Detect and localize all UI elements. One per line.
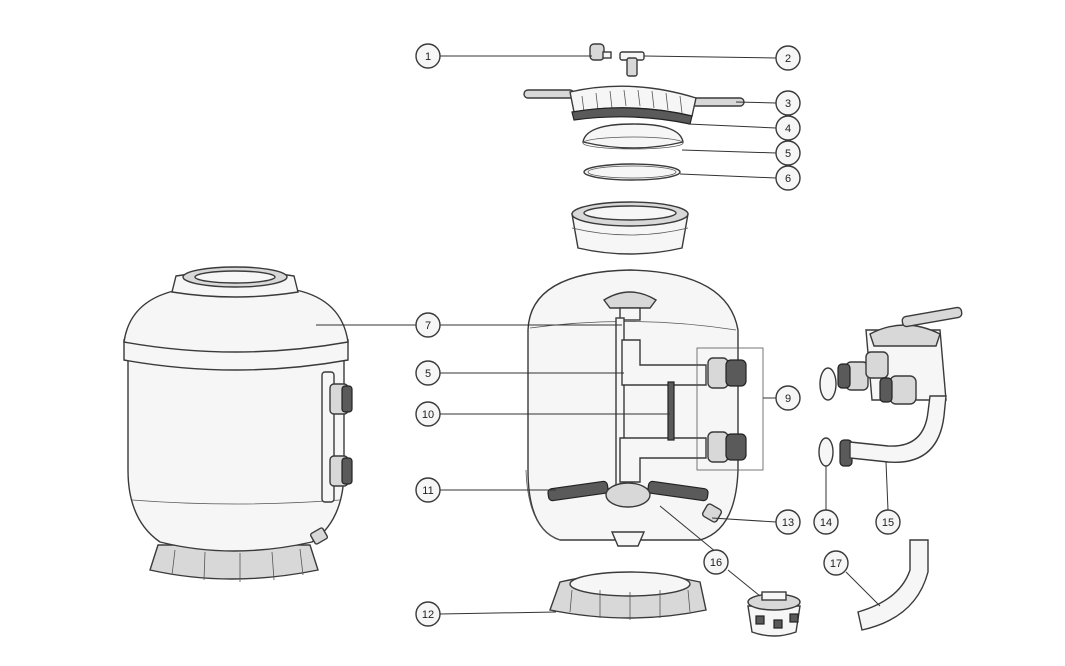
callout-8-label: 5 (425, 368, 431, 380)
part-16-lateral-hub (747, 591, 801, 637)
callout-13-label: 13 (782, 517, 794, 529)
callout-14-label: 14 (820, 517, 832, 529)
callout-4-label: 4 (785, 123, 791, 135)
callout-15: 15 (875, 509, 901, 535)
callout-4: 4 (775, 115, 801, 141)
callout-17-label: 17 (830, 558, 842, 570)
tank-bottom-outlet (610, 531, 646, 547)
part-12-tank-base (549, 571, 707, 620)
callout-7-label: 7 (425, 320, 431, 332)
callout-9-label: 9 (785, 393, 791, 405)
part-14-gasket-upper (819, 367, 837, 401)
part-6-o-ring (583, 163, 681, 181)
callout-16: 16 (703, 549, 729, 575)
callout-10: 10 (415, 401, 441, 427)
part-15-connection-pipe (839, 395, 947, 467)
part-4-lid-nut (571, 107, 693, 125)
callout-6: 6 (775, 165, 801, 191)
callout-9: 9 (775, 385, 801, 411)
callout-5: 5 (775, 140, 801, 166)
callout-6-label: 6 (785, 173, 791, 185)
tank-upper-port (329, 383, 353, 415)
part-13-drain-plug (701, 503, 723, 523)
assembled-filter-tank (123, 266, 353, 582)
part-11-laterals (547, 480, 709, 508)
leader-lines (316, 55, 889, 615)
lower-elbow-pipe (619, 437, 707, 483)
part-9-union-connectors (696, 347, 764, 471)
part-1-pressure-gauge-cap (589, 43, 612, 61)
callout-2: 2 (775, 45, 801, 71)
callout-17: 17 (823, 550, 849, 576)
callout-16-label: 16 (710, 557, 722, 569)
callout-12-label: 12 (422, 609, 434, 621)
part-14-gasket (818, 437, 834, 467)
callout-1-label: 1 (425, 51, 431, 63)
part-17-elbow-hose (857, 539, 929, 631)
callout-3: 3 (775, 90, 801, 116)
callout-1: 1 (415, 43, 441, 69)
tank-lower-port (329, 455, 353, 487)
callout-14: 14 (813, 509, 839, 535)
callout-7: 7 (415, 312, 441, 338)
callout-11: 11 (415, 477, 441, 503)
callout-13: 13 (775, 509, 801, 535)
callout-2-label: 2 (785, 53, 791, 65)
callout-8: 5 (415, 360, 441, 386)
callout-10-label: 10 (422, 409, 434, 421)
part-5-lid (582, 123, 684, 150)
callout-3-label: 3 (785, 98, 791, 110)
callout-15-label: 15 (882, 517, 894, 529)
part-10-laterals-support (667, 381, 675, 441)
multiport-valve (837, 306, 963, 405)
part-2-air-release-valve (619, 51, 645, 77)
tank-neck-adapter (571, 201, 689, 255)
callout-5-label: 5 (785, 148, 791, 160)
part-8-upper-elbow-pipe (621, 339, 707, 386)
callout-11-label: 11 (422, 485, 433, 497)
top-diffuser (602, 291, 658, 321)
callout-12: 12 (415, 601, 441, 627)
